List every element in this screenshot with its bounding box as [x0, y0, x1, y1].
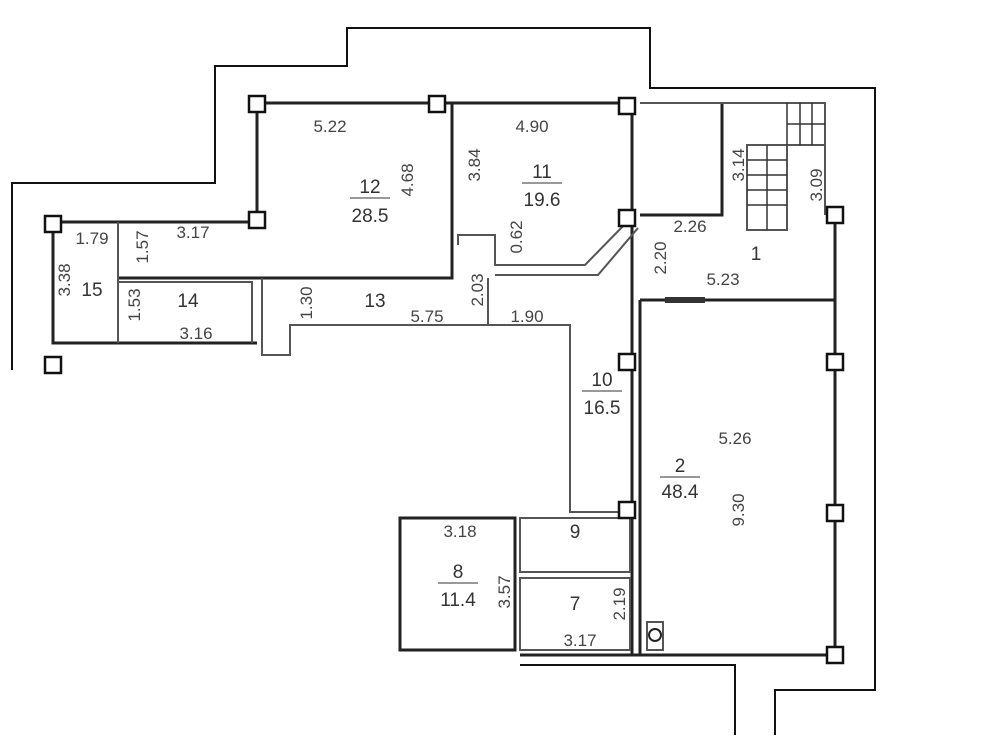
dim: 3.18: [443, 522, 476, 541]
room-2-area: 48.4: [662, 482, 699, 503]
dim: 2.19: [610, 587, 629, 620]
outer-boundary-bottom: [520, 664, 736, 735]
room-8-area: 11.4: [440, 590, 476, 611]
dim: 3.84: [465, 148, 484, 181]
dim: 4.90: [515, 117, 548, 136]
room-15-number: 15: [81, 280, 102, 301]
room-2-number: 2: [675, 456, 686, 477]
room-7-number: 7: [570, 594, 581, 615]
dim: 2.03: [468, 273, 487, 306]
room-9-number: 9: [570, 522, 581, 543]
dim: 1.79: [75, 229, 108, 248]
dim: 3.16: [179, 324, 212, 343]
room-1-number: 1: [751, 244, 762, 265]
dimension-labels: 5.22 4.68 4.90 3.84 0.62 3.14 3.09 2.26 …: [55, 117, 826, 650]
dim: 2.26: [673, 217, 706, 236]
dim: 3.17: [563, 631, 596, 650]
room-11-area: 19.6: [524, 190, 561, 211]
dim: 3.38: [55, 263, 74, 296]
dim: 3.09: [807, 168, 826, 201]
room-12-area: 28.5: [352, 206, 389, 227]
dim: 2.20: [651, 241, 670, 274]
columns: [43, 94, 845, 665]
room-14-number: 14: [177, 291, 199, 312]
outer-boundary: [11, 27, 876, 735]
room-13-number: 13: [364, 291, 385, 312]
room-10-number: 10: [591, 370, 612, 391]
dim: 9.30: [729, 493, 748, 526]
dim: 5.22: [313, 117, 346, 136]
room-labels: 12 28.5 11 19.6 10 16.5 2 48.4 8 11.4 1 …: [81, 162, 761, 615]
dim: 3.14: [729, 148, 748, 181]
room-10-area: 16.5: [584, 398, 621, 419]
room-11-number: 11: [532, 162, 552, 183]
dim: 5.75: [410, 307, 443, 326]
dim: 3.57: [495, 575, 514, 608]
dim: 5.26: [718, 429, 751, 448]
dim: 0.62: [507, 220, 526, 253]
dim: 5.23: [706, 270, 739, 289]
dim: 1.53: [125, 288, 144, 321]
dim: 4.68: [398, 163, 417, 196]
room-12-number: 12: [359, 177, 380, 198]
dim: 1.30: [297, 286, 316, 319]
dim: 1.57: [133, 230, 152, 263]
dim: 1.90: [510, 307, 543, 326]
room-8-number: 8: [453, 562, 464, 583]
dim: 3.17: [176, 223, 209, 242]
walls: [51, 101, 837, 657]
